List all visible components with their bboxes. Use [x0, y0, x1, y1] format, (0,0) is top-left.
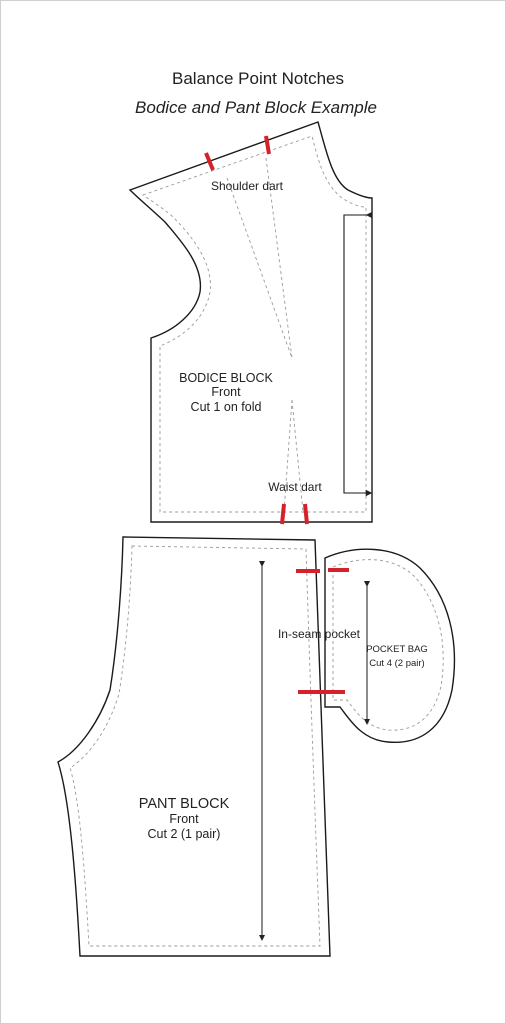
in-seam-pocket-label: In-seam pocket: [278, 627, 361, 641]
waist-dart-label: Waist dart: [268, 480, 322, 494]
pant-block-name: PANT BLOCK: [139, 796, 230, 812]
pant-seam-line: [69, 545, 321, 947]
fold-line-bracket: [343, 211, 373, 497]
pant-block-view: Front: [169, 812, 199, 826]
bodice-block: Shoulder dart BODICE BLOCK Front Cut 1 o…: [128, 121, 373, 525]
waist-notch-1: [280, 503, 286, 525]
waist-dart-leg-right: [291, 399, 304, 513]
pocket-bag-outline: [324, 548, 456, 744]
bodice-seam-line: [142, 135, 367, 513]
shoulder-notch-1: [204, 152, 215, 171]
pocket-bag-name: POCKET BAG: [366, 644, 428, 655]
bodice-block-view: Front: [211, 385, 241, 399]
pocket-bag: POCKET BAG Cut 4 (2 pair): [322, 548, 456, 744]
pant-block-cut: Cut 2 (1 pair): [148, 827, 221, 841]
page-title: Balance Point Notches: [172, 69, 344, 88]
shoulder-dart-leg-right: [265, 157, 293, 359]
shoulder-dart-label: Shoulder dart: [211, 179, 284, 193]
shoulder-notch-2: [264, 135, 271, 155]
pocket-bag-cut: Cut 4 (2 pair): [369, 658, 424, 669]
bodice-outline: [128, 121, 373, 523]
bodice-block-cut: Cut 1 on fold: [191, 400, 262, 414]
bodice-block-name: BODICE BLOCK: [179, 371, 273, 385]
waist-notch-2: [303, 503, 309, 525]
page-subtitle: Bodice and Pant Block Example: [135, 98, 377, 117]
pant-outline: [57, 536, 331, 957]
pant-block: In-seam pocket PANT BLOCK Front Cut 2 (1…: [57, 536, 361, 957]
shoulder-dart-leg-left: [226, 177, 293, 359]
waist-dart-leg-left: [283, 399, 293, 513]
